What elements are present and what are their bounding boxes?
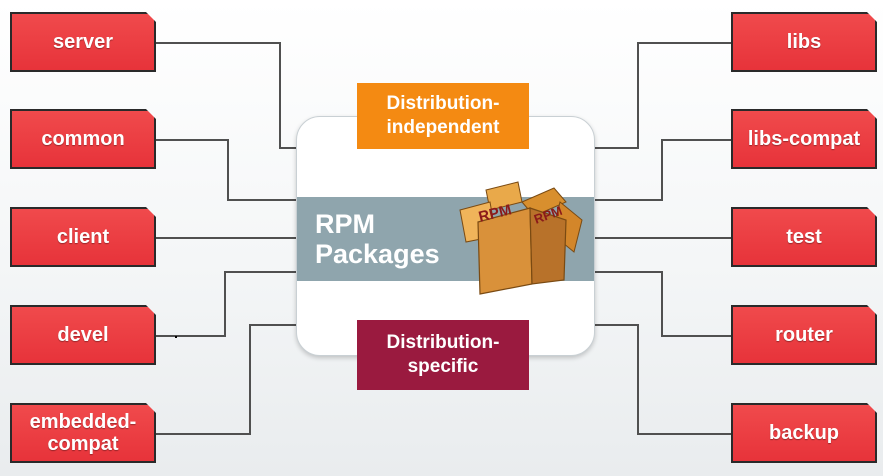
center-title-line1: RPM [315,209,375,239]
tag-bottom-line2: specific [407,356,479,377]
package-router: router [731,305,877,365]
package-test: test [731,207,877,267]
package-label: backup [768,422,840,444]
package-common: common [10,109,156,169]
package-label: embedded-compat [29,411,137,455]
distribution-specific-tag: Distribution- specific [357,320,529,390]
package-server: server [10,12,156,72]
rpm-box-icon: RPM RPM [459,181,583,295]
tag-bottom-line1: Distribution- [386,332,500,353]
package-embedded-compat: embedded-compat [10,403,156,463]
tag-top-line2: independent [386,117,500,138]
connector-common [156,139,296,201]
package-label: server [52,31,114,53]
connector-libs-compat [593,139,731,201]
package-libs-compat: libs-compat [731,109,877,169]
package-label: router [775,324,833,346]
package-label: libs [786,31,822,53]
package-label: test [786,226,822,248]
connector-libs [593,42,731,149]
connector-devel [156,271,296,337]
center-title: RPM Packages [315,209,440,269]
package-client: client [10,207,156,267]
center-title-line2: Packages [315,239,440,269]
stray-dot [175,336,177,338]
tag-top-line1: Distribution- [386,93,500,114]
package-label: devel [57,324,109,346]
distribution-independent-tag: Distribution- independent [357,83,529,149]
package-label: client [56,226,110,248]
package-devel: devel [10,305,156,365]
connector-embedded-compat [156,324,296,435]
package-backup: backup [731,403,877,463]
connector-router [593,271,731,337]
package-label: common [41,128,125,150]
package-libs: libs [731,12,877,72]
package-label: libs-compat [747,128,861,150]
connector-backup [593,324,731,435]
connector-server [156,42,296,149]
